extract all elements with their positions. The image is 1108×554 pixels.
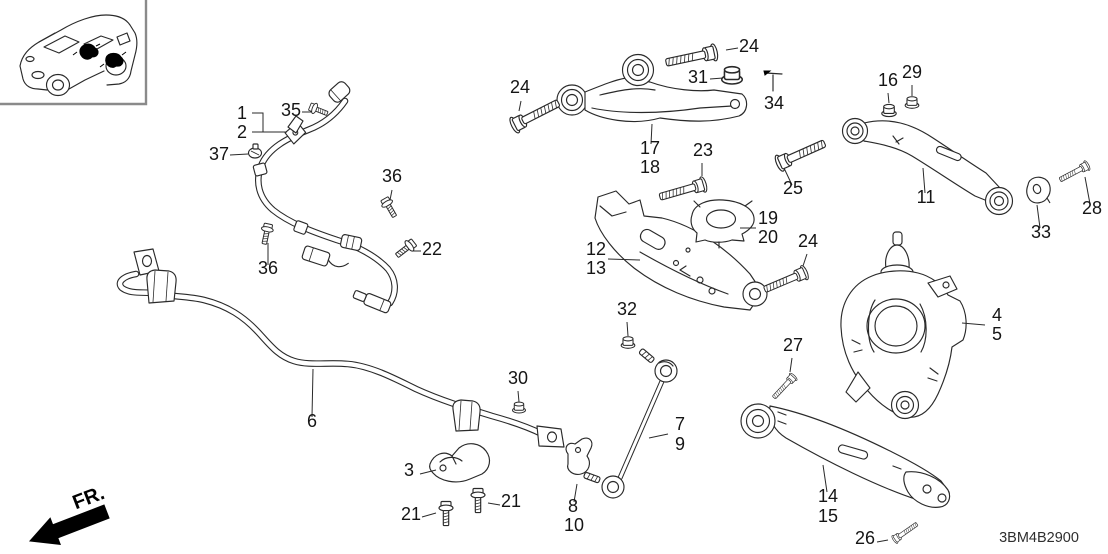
spring-mount-seat	[690, 199, 755, 249]
harness-mount-tab	[287, 115, 304, 134]
harness-grommet	[339, 234, 363, 251]
car-inset	[0, 0, 148, 106]
callout-7: 7	[675, 414, 685, 434]
bolt-21-right	[470, 487, 486, 514]
callout-19: 19	[758, 208, 778, 228]
callout-9: 9	[675, 434, 685, 454]
callout-24-mid: 24	[798, 231, 818, 251]
bolt-24-left	[507, 94, 563, 135]
bolt-22	[392, 236, 419, 262]
callout-36-bottom: 36	[258, 258, 278, 278]
callout-36-top: 36	[382, 166, 402, 186]
callout-37: 37	[209, 144, 229, 164]
bolt-27	[769, 371, 799, 402]
bolt-26	[890, 519, 921, 545]
bolt-25	[772, 134, 829, 173]
abs-harness-assembly	[252, 81, 398, 314]
car-illustration	[19, 14, 138, 97]
callout-25: 25	[783, 178, 803, 198]
harness-clip	[252, 162, 268, 177]
harness-connector-top	[328, 81, 351, 103]
abs-sensor	[352, 290, 392, 314]
upper-arm-11	[841, 117, 1014, 216]
callout-17: 17	[640, 138, 660, 158]
diagram-code: 3BM4B2900	[999, 530, 1079, 546]
lower-control-arm	[594, 190, 768, 311]
harness-clip	[293, 220, 309, 235]
callout-26: 26	[855, 528, 875, 548]
callout-11: 11	[917, 187, 936, 207]
bushing-clamp-left	[146, 269, 177, 304]
fr-direction: FR.	[28, 482, 110, 545]
callout-24-left: 24	[510, 77, 530, 97]
callout-6: 6	[307, 411, 317, 431]
harness-connector-bottom	[301, 245, 349, 268]
callout-32: 32	[617, 299, 637, 319]
rear-suspension-highlight	[105, 52, 124, 68]
callout-1: 1	[237, 103, 247, 123]
upper-control-arm	[556, 53, 748, 123]
leader-lines	[229, 47, 1091, 543]
bar-bracket-3	[429, 443, 491, 483]
callout-4: 4	[992, 305, 1002, 325]
callout-8: 8	[568, 496, 578, 516]
rear-knuckle	[840, 231, 967, 420]
callout-28: 28	[1082, 198, 1102, 218]
bolt-24-mid	[761, 264, 811, 298]
screw-35	[307, 101, 330, 120]
callout-27: 27	[783, 335, 803, 355]
callout-22: 22	[422, 239, 442, 259]
front-suspension-highlight	[79, 43, 99, 60]
callout-35: 35	[281, 100, 301, 120]
bolt-21-left	[438, 500, 454, 527]
callout-23: 23	[693, 140, 713, 160]
callout-20: 20	[758, 227, 778, 247]
callout-18: 18	[640, 157, 660, 177]
callout-30: 30	[508, 368, 528, 388]
callouts: 1 2 35 37 36 36 22 24 24 31 34 16 29 17 …	[209, 36, 1102, 548]
callout-29: 29	[902, 62, 922, 82]
nut-29	[904, 96, 920, 109]
callout-21-left: 21	[401, 504, 421, 524]
link-bracket-8	[565, 437, 593, 475]
callout-34: 34	[764, 93, 784, 113]
stabilizer-link	[583, 348, 678, 499]
bolt-36-top	[378, 195, 401, 220]
callout-14: 14	[818, 486, 838, 506]
nut-30	[512, 401, 526, 414]
cam-washer-33	[1026, 176, 1051, 204]
trailing-arm	[740, 403, 951, 508]
callout-33: 33	[1031, 222, 1051, 242]
nut-32	[620, 336, 636, 349]
nut-31	[720, 65, 744, 85]
callout-21-right: 21	[501, 491, 521, 511]
fr-arrow-icon	[28, 504, 110, 545]
callout-2: 2	[237, 122, 247, 142]
callout-31: 31	[688, 67, 708, 87]
pin-34	[763, 70, 783, 92]
bushing-clamp-right	[452, 399, 481, 432]
bolt-23	[657, 175, 709, 206]
callout-3: 3	[404, 460, 414, 480]
bolt-36-bottom	[257, 222, 275, 246]
callout-12: 12	[586, 239, 606, 259]
stabilizer-bar	[116, 248, 565, 448]
callout-13: 13	[586, 258, 606, 278]
inset-border	[0, 0, 148, 106]
callout-15: 15	[818, 506, 838, 526]
clip-37	[247, 143, 263, 159]
callout-24-top: 24	[739, 36, 759, 56]
callout-5: 5	[992, 324, 1002, 344]
callout-10: 10	[564, 515, 584, 535]
callout-16: 16	[878, 70, 898, 90]
nut-16	[881, 103, 897, 118]
